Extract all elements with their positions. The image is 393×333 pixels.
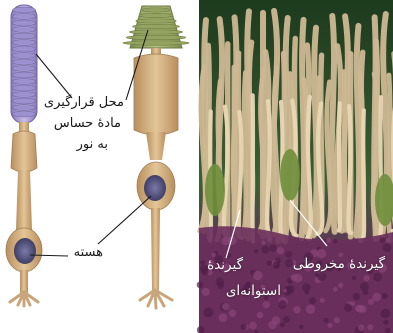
rod-nucleus — [14, 238, 36, 264]
rod-discs — [13, 7, 36, 117]
rod-cell-label-2: استوانه‌ای — [226, 282, 281, 301]
cone-cell — [123, 6, 189, 308]
nucleus-label: هسته — [74, 244, 103, 262]
receptor-site-label-1: محل قرارگیری — [44, 94, 124, 112]
rod-cell — [6, 5, 42, 306]
rod-cell-label-1: گیرندهٔ — [207, 256, 243, 275]
receptor-site-label-2: مادهٔ حساس — [54, 115, 121, 133]
cone-cell-label: گیرندهٔ مخروطی — [293, 255, 385, 274]
receptor-site-label-3: به نور — [77, 136, 108, 154]
cone-nucleus — [144, 175, 166, 201]
